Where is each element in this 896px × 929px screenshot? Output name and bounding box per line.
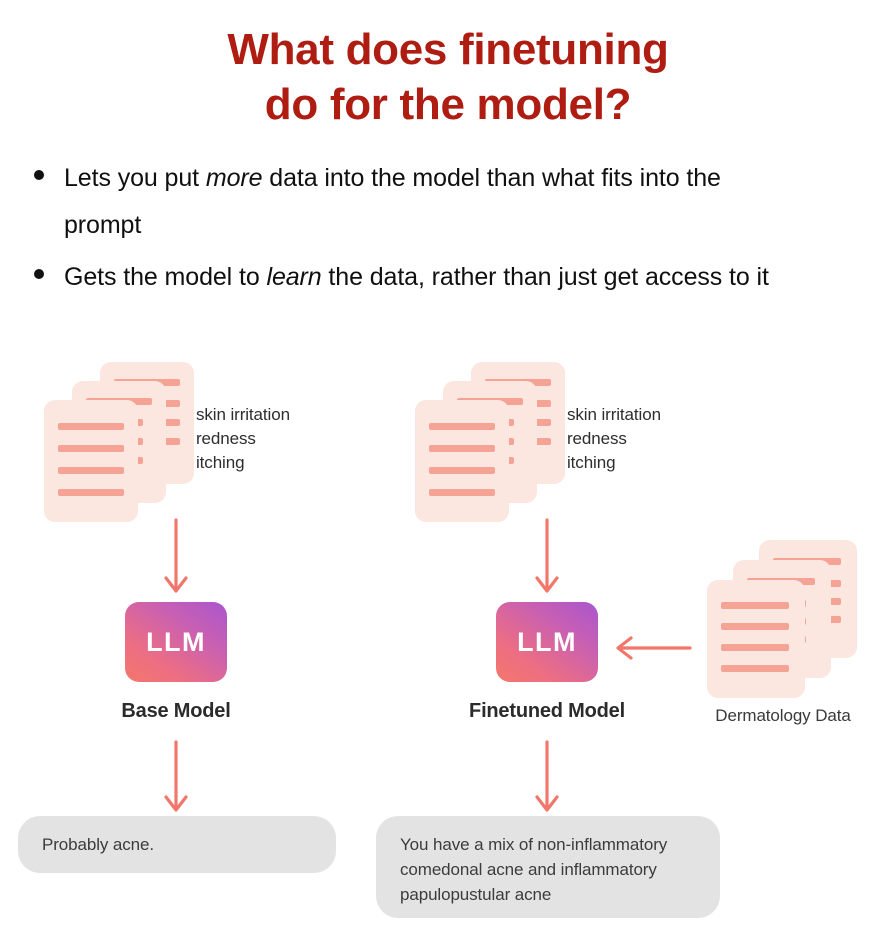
doc-line <box>429 445 495 452</box>
arrow-base-model-to-answer <box>164 740 188 812</box>
bullet-text-1: Lets you put more data into the model th… <box>64 155 804 248</box>
answer-bubble-base-model: Probably acne. <box>18 816 336 873</box>
document-stack-dermatology <box>707 540 857 700</box>
doc-line <box>58 467 124 474</box>
doc-line <box>58 423 124 430</box>
bullet-list: Lets you put more data into the model th… <box>34 155 854 307</box>
doc-line <box>429 489 495 496</box>
doc-line <box>58 489 124 496</box>
bullet-item-1: Lets you put more data into the model th… <box>34 155 854 248</box>
page-title: What does finetuning do for the model? <box>0 22 896 133</box>
bullet-dot-icon <box>34 170 44 180</box>
doc-line <box>58 445 124 452</box>
arrow-dermatology-to-finetuned-model <box>616 636 692 660</box>
document-card-front <box>415 400 509 522</box>
finetuned-model-label: Finetuned Model <box>469 700 625 722</box>
base-model-label: Base Model <box>121 700 231 722</box>
answer-bubble-finetuned-model: You have a mix of non-inflammatory comed… <box>376 816 720 918</box>
bullet-dot-icon <box>34 269 44 279</box>
llm-box-base-model[interactable]: LLM <box>125 602 227 682</box>
answer-text-finetuned-model: You have a mix of non-inflammatory comed… <box>400 835 668 904</box>
doc-line <box>721 623 789 630</box>
llm-label: LLM <box>517 626 577 657</box>
page-title-line-2: do for the model? <box>264 80 632 130</box>
document-stack-left <box>44 362 194 522</box>
document-card-front <box>707 580 805 698</box>
doc-line <box>429 467 495 474</box>
document-stack-middle <box>415 362 565 522</box>
bullet-2-emphasis: learn <box>266 263 322 291</box>
bullet-1-suffix: data into the model than what fits into … <box>64 164 721 239</box>
doc-line <box>721 602 789 609</box>
bullet-1-prefix: Lets you put <box>64 164 206 192</box>
dermatology-data-label: Dermatology Data <box>715 706 851 725</box>
bullet-2-suffix: the data, rather than just get access to… <box>321 263 769 291</box>
bullet-text-2: Gets the model to learn the data, rather… <box>64 254 769 301</box>
arrow-finetuned-model-to-answer <box>535 740 559 812</box>
bullet-2-prefix: Gets the model to <box>64 263 267 291</box>
bullet-item-2: Gets the model to learn the data, rather… <box>34 254 854 301</box>
doc-line <box>429 423 495 430</box>
page-title-line-1: What does finetuning <box>227 25 669 74</box>
arrow-stack-to-finetuned-model <box>535 518 559 593</box>
document-card-front <box>44 400 138 522</box>
llm-box-finetuned-model[interactable]: LLM <box>496 602 598 682</box>
llm-label: LLM <box>146 626 206 657</box>
doc-line <box>721 644 789 651</box>
stack-label-left: skin irritation redness itching <box>196 405 290 472</box>
answer-text-base-model: Probably acne. <box>42 835 155 854</box>
stack-label-middle: skin irritation redness itching <box>567 405 661 472</box>
bullet-1-emphasis: more <box>205 164 263 192</box>
doc-line <box>721 665 789 672</box>
arrow-stack-to-base-model <box>164 518 188 593</box>
